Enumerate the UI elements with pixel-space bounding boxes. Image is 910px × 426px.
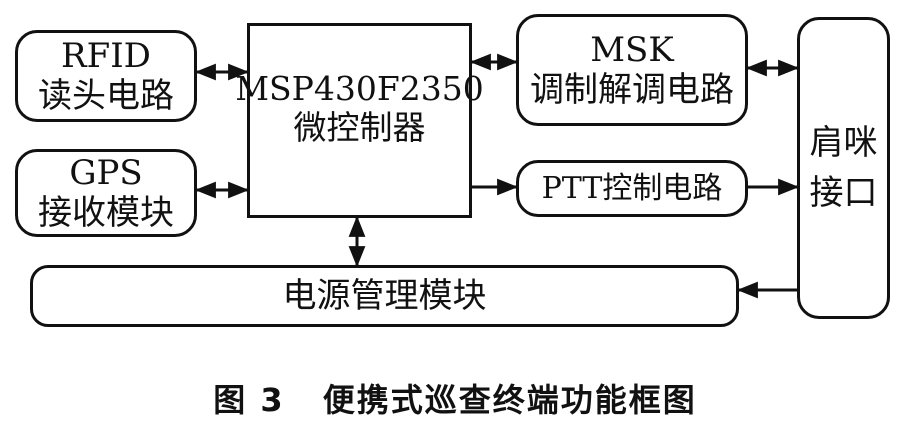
shoulder-mic-interface-block: 肩咪 接口 bbox=[797, 17, 890, 319]
mcu-label: MSP430F2350 bbox=[235, 69, 484, 108]
ptt-control-block: PTT控制电路 bbox=[516, 160, 748, 217]
msk-label: MSK bbox=[590, 29, 674, 70]
figure-caption: 图 3 便携式巡查终端功能框图 bbox=[0, 375, 910, 421]
mcu-block: MSP430F2350 微控制器 bbox=[235, 23, 484, 218]
power-management-block: 电源管理模块 bbox=[30, 265, 739, 327]
figure-title: 便携式巡查终端功能框图 bbox=[322, 381, 697, 419]
msk-sub-label: 调制解调电路 bbox=[530, 70, 734, 110]
gps-label: GPS bbox=[69, 152, 143, 193]
gps-module-block: GPS 接收模块 bbox=[15, 149, 197, 237]
mcu-sub-label: 微控制器 bbox=[293, 107, 426, 147]
ptt-label: PTT控制电路 bbox=[541, 170, 723, 206]
mic-label: 肩咪 bbox=[809, 122, 878, 163]
gps-sub-label: 接收模块 bbox=[38, 193, 174, 233]
power-label: 电源管理模块 bbox=[282, 275, 487, 316]
figure-number: 图 3 bbox=[213, 381, 285, 419]
mic-sub-label: 接口 bbox=[809, 173, 878, 213]
msk-modem-block: MSK 调制解调电路 bbox=[516, 14, 748, 126]
rfid-label: RFID bbox=[61, 35, 151, 76]
rfid-reader-block: RFID 读头电路 bbox=[15, 30, 197, 122]
rfid-sub-label: 读头电路 bbox=[38, 76, 174, 116]
